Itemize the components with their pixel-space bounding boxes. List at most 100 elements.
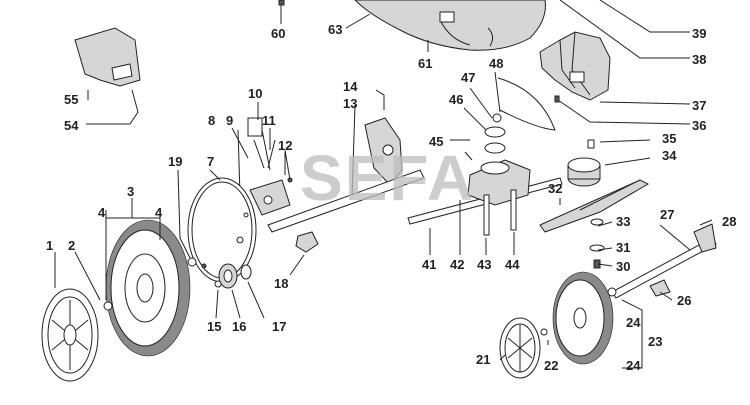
callout-17: 17	[272, 319, 286, 334]
leader-46	[463, 107, 487, 131]
part-63-deck	[354, 0, 546, 51]
watermark-text: SEFA	[300, 142, 475, 214]
part-16-gear	[218, 263, 238, 289]
leader-48	[494, 71, 501, 113]
callout-11: 11	[262, 113, 276, 128]
callout-46: 46	[449, 92, 463, 107]
part-43-rod	[483, 194, 490, 236]
callout-48: 48	[489, 56, 503, 71]
callout-24b: 24	[626, 358, 641, 373]
part-pin	[201, 263, 207, 269]
leader-38	[559, 0, 690, 59]
part-55-rear-flap	[74, 27, 141, 87]
leader-14	[375, 89, 385, 110]
callout-33: 33	[616, 214, 630, 229]
part-2-washer	[103, 301, 113, 311]
leaders-30-33	[597, 221, 613, 267]
leader-18	[289, 254, 305, 276]
callout-23: 23	[648, 334, 662, 349]
callout-41: 41	[422, 257, 436, 272]
part-1-hubcap	[41, 288, 99, 382]
leader-19	[177, 169, 191, 259]
leader-27	[659, 224, 691, 251]
leader-13	[351, 104, 356, 199]
part-33-washer	[590, 218, 604, 226]
part-23-front-wheel	[552, 271, 614, 365]
part-60-bolt	[278, 0, 285, 6]
part-37-cover	[539, 31, 611, 101]
callout-54: 54	[64, 118, 79, 133]
part-34-adapter	[567, 157, 601, 187]
callout-22: 22	[544, 358, 558, 373]
callout-31: 31	[616, 240, 630, 255]
leader-9	[231, 127, 249, 159]
part-19-washer	[187, 257, 197, 267]
callout-32: 32	[548, 181, 562, 196]
callout-35: 35	[662, 131, 676, 146]
part-7-disc	[187, 177, 257, 283]
bracket-3	[105, 198, 161, 219]
callout-4b: 4	[155, 205, 163, 220]
leaders-21-22	[499, 340, 549, 361]
part-48-belt	[497, 77, 556, 131]
callout-45: 45	[429, 134, 443, 149]
callout-10: 10	[248, 86, 262, 101]
leader-37	[599, 101, 691, 105]
callout-47: 47	[461, 70, 475, 85]
leader-26	[659, 291, 673, 301]
spring-45	[464, 151, 473, 161]
callout-63: 63	[328, 22, 342, 37]
callout-39: 39	[692, 26, 706, 41]
part-3-rear-wheel	[105, 219, 191, 357]
callout-30: 30	[616, 259, 630, 274]
callout-42: 42	[450, 257, 464, 272]
leader-2	[74, 251, 101, 301]
leader-7	[209, 169, 221, 181]
callout-43: 43	[477, 257, 491, 272]
callout-12: 12	[278, 138, 292, 153]
callout-44: 44	[505, 257, 520, 272]
callout-13: 13	[343, 96, 357, 111]
callout-60: 60	[271, 26, 285, 41]
part-31-washer	[589, 244, 605, 252]
callout-2: 2	[68, 238, 75, 253]
leaders-15-17	[215, 281, 265, 319]
leaders-41-44	[429, 200, 515, 255]
callout-4a: 4	[98, 205, 106, 220]
leaders-4	[105, 218, 161, 300]
part-gearbox	[467, 113, 531, 206]
leader-35	[599, 139, 651, 143]
leader-39	[599, 0, 690, 33]
bracket-23	[621, 299, 643, 369]
part-13-rod	[267, 169, 425, 233]
part-18-clip	[295, 231, 319, 253]
callout-15: 15	[207, 319, 221, 334]
callout-24a: 24	[626, 315, 641, 330]
part-32-blade	[539, 179, 650, 233]
part-15-clip	[214, 280, 222, 288]
leader-63	[345, 13, 371, 29]
leader-47	[469, 87, 493, 119]
callout-37: 37	[692, 98, 706, 113]
callout-9: 9	[226, 113, 233, 128]
part-44-rod	[510, 189, 517, 231]
part-36-screw	[554, 95, 560, 103]
callout-18: 18	[274, 276, 288, 291]
part-24-washer	[607, 287, 617, 297]
callout-36: 36	[692, 118, 706, 133]
callout-55: 55	[64, 92, 78, 107]
part-21-hubcap	[499, 317, 541, 379]
callout-26: 26	[677, 293, 691, 308]
part-26-clip	[649, 279, 671, 297]
leader-28	[699, 219, 713, 226]
callout-34: 34	[662, 148, 677, 163]
callout-28: 28	[722, 214, 736, 229]
callout-19: 19	[168, 154, 182, 169]
callout-3: 3	[127, 184, 134, 199]
callout-21: 21	[476, 352, 490, 367]
callout-14: 14	[343, 79, 358, 94]
callout-7: 7	[207, 154, 214, 169]
callout-38: 38	[692, 52, 706, 67]
